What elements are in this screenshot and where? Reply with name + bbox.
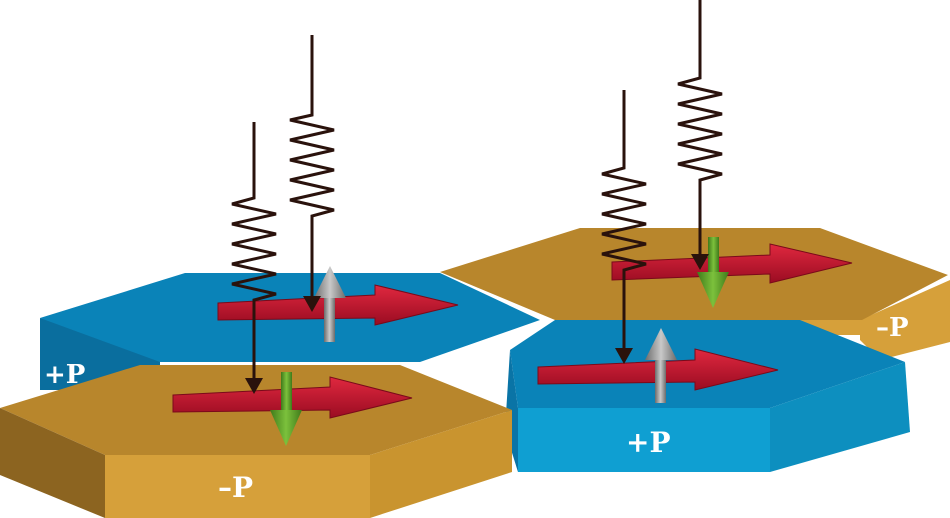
probe-beam-3 [601,90,647,364]
red-arrow-3 [611,243,853,284]
green-down-arrow-2 [697,237,729,308]
red-arrow-1 [217,284,459,326]
green-down-arrow-1 [270,372,302,446]
domain-gold-right-side [800,283,950,335]
grey-up-arrow-1 [314,266,346,342]
domain-gold-left-front [105,455,370,518]
label-blue-left: +P [44,360,85,390]
grey-up-arrow-2 [645,328,677,403]
probe-beam-2 [289,35,335,312]
label-gold-right: –P [876,313,909,343]
domain-gold-left-leftside [0,408,105,518]
domain-blue-right [505,320,910,472]
domain-gold-left-side [370,410,512,518]
probe-beam-1 [231,122,277,394]
probe-beam-4 [677,0,723,270]
label-blue-right: +P [626,426,671,459]
label-gold-left: –P [218,471,253,504]
red-arrow-2 [172,376,413,419]
domain-gold-right-side-low [860,280,950,360]
domain-blue-right-side [770,362,910,472]
domain-blue-right-front [518,408,770,472]
